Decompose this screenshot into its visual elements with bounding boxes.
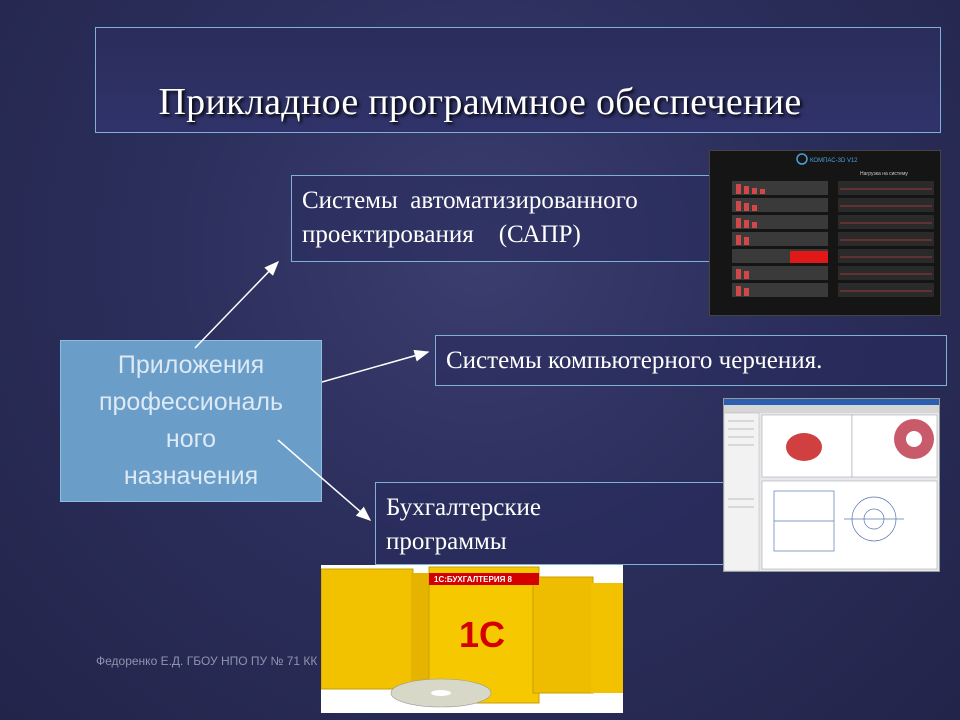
- arrow-to-cad: [195, 262, 278, 348]
- accounting-software-boxes: 1С:БУХГАЛТЕРИЯ 8 1С: [321, 565, 623, 713]
- cad-logo: КОМПАС-3D V12: [810, 158, 858, 164]
- cad-load-image: КОМПАС-3D V12 Нагрузка на систему: [709, 150, 941, 316]
- cad-panel-title: Нагрузка на систему: [860, 171, 908, 177]
- footer-credit: Федоренко Е.Д. ГБОУ НПО ПУ № 71 КК: [96, 654, 317, 668]
- cad-software-screenshot: [723, 398, 940, 572]
- arrow-to-accounting: [278, 440, 370, 520]
- arrow-to-drawing: [322, 352, 428, 382]
- accounting-brand: 1С:БУХГАЛТЕРИЯ 8: [434, 575, 513, 584]
- 1c-logo: 1С: [459, 614, 505, 655]
